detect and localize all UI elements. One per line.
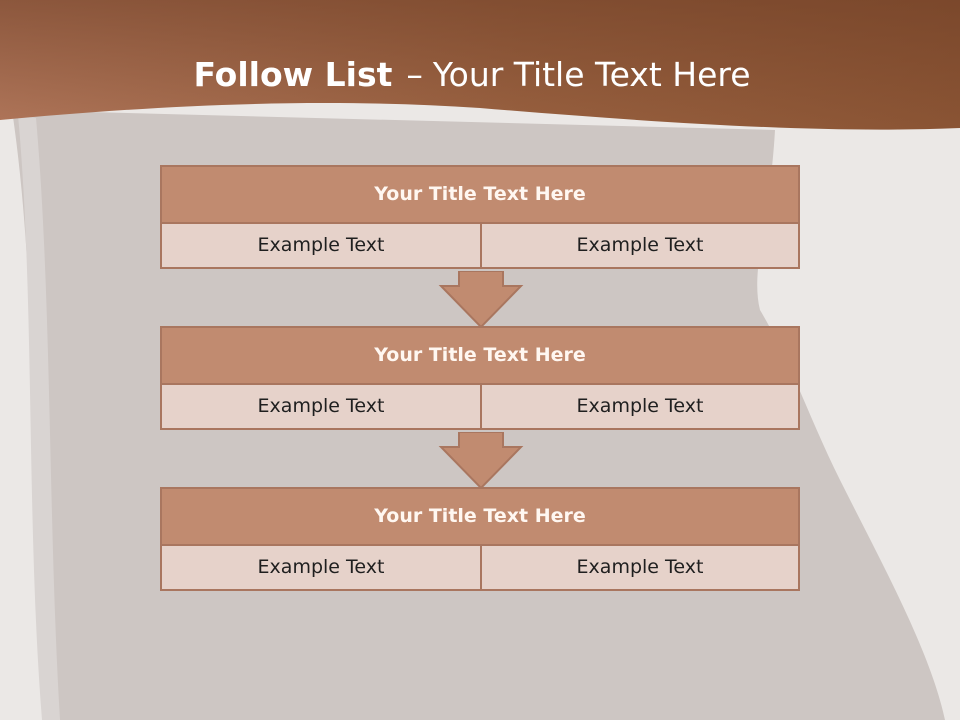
slide-title: Follow List–Your Title Text Here (0, 52, 944, 98)
down-arrow-icon (438, 271, 524, 329)
block-cell-left: Example Text (162, 546, 480, 589)
slide-title-rest: Your Title Text Here (432, 55, 751, 94)
down-arrow-icon (438, 432, 524, 490)
block-title: Your Title Text Here (162, 328, 798, 383)
block-cell-left: Example Text (162, 385, 480, 428)
slide-title-separator: – (406, 55, 423, 94)
list-block-2: Your Title Text Here Example Text Exampl… (160, 326, 800, 430)
block-cell-right: Example Text (482, 224, 798, 267)
list-block-1: Your Title Text Here Example Text Exampl… (160, 165, 800, 269)
list-block-3: Your Title Text Here Example Text Exampl… (160, 487, 800, 591)
block-cell-right: Example Text (482, 546, 798, 589)
slide-title-bold: Follow List (193, 55, 393, 94)
block-title: Your Title Text Here (162, 167, 798, 222)
block-title: Your Title Text Here (162, 489, 798, 544)
block-cell-right: Example Text (482, 385, 798, 428)
block-cell-left: Example Text (162, 224, 480, 267)
